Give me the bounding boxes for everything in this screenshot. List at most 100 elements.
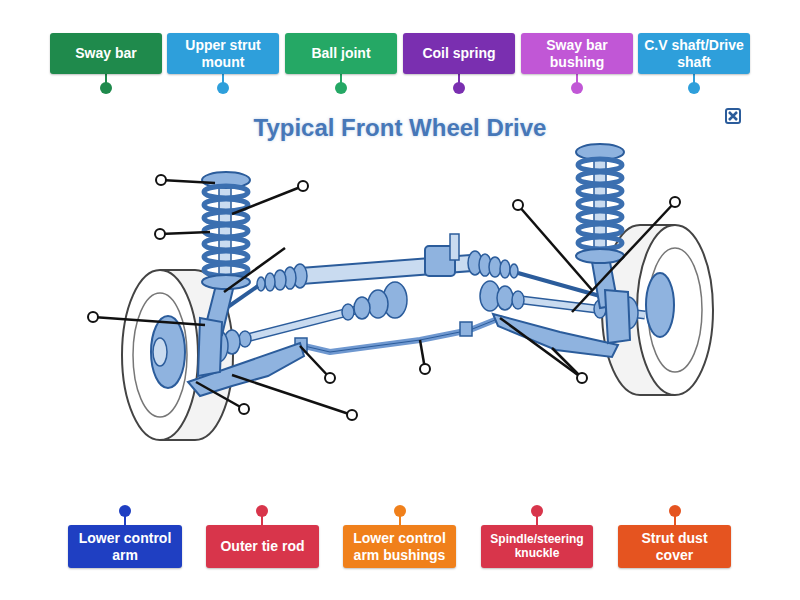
rack-boot bbox=[489, 257, 501, 277]
coil-spring bbox=[204, 186, 248, 276]
drop-target bbox=[155, 229, 165, 239]
drop-target bbox=[513, 200, 523, 210]
tile-dot bbox=[119, 505, 131, 517]
tire-face bbox=[122, 270, 198, 440]
tile-dot bbox=[688, 82, 700, 94]
leader-line bbox=[224, 248, 285, 292]
spring-seat bbox=[576, 249, 624, 263]
tile-label: Upper strut mount bbox=[172, 37, 274, 69]
leader-line bbox=[518, 205, 592, 290]
leader-lines bbox=[93, 180, 675, 415]
spring-coil bbox=[578, 211, 622, 223]
rack-boot bbox=[257, 277, 265, 291]
label-tile: Upper strut mount bbox=[167, 33, 279, 74]
tile-label: Strut dust cover bbox=[623, 530, 726, 562]
label-tile: Spindle/steering knuckle bbox=[481, 525, 593, 568]
leader-line bbox=[196, 382, 244, 409]
drop-target bbox=[670, 197, 680, 207]
close-icon bbox=[726, 109, 740, 123]
leader-line bbox=[160, 232, 210, 234]
label-tile: Ball joint bbox=[285, 33, 397, 74]
cv-boot bbox=[512, 291, 524, 309]
spring-coil bbox=[578, 185, 622, 197]
drop-target bbox=[420, 364, 430, 374]
tile-label: Sway bar bbox=[75, 45, 136, 61]
rack-boot bbox=[510, 264, 518, 278]
label-tile: C.V shaft/Drive shaft bbox=[638, 33, 750, 74]
spring-coil bbox=[204, 238, 248, 250]
tile-label: Coil spring bbox=[422, 45, 495, 61]
drop-target bbox=[156, 175, 166, 185]
drop-target bbox=[239, 404, 249, 414]
drop-target bbox=[347, 410, 357, 420]
leader-line bbox=[552, 348, 582, 378]
cv-boot bbox=[497, 286, 513, 310]
hub bbox=[646, 273, 674, 337]
label-tile: Coil spring bbox=[403, 33, 515, 74]
leader-line bbox=[300, 346, 330, 378]
spring-coil bbox=[204, 186, 248, 198]
drop-targets bbox=[88, 175, 680, 420]
tile-label: Lower control arm bushings bbox=[348, 530, 451, 562]
coil-spring bbox=[578, 159, 622, 249]
drop-target bbox=[325, 373, 335, 383]
spring-coil bbox=[204, 225, 248, 237]
rack-boots bbox=[257, 251, 518, 291]
tile-label: Spindle/steering knuckle bbox=[486, 533, 588, 561]
hub bbox=[151, 316, 185, 388]
rack-boot bbox=[265, 273, 275, 291]
tile-dot bbox=[669, 505, 681, 517]
right-wheel bbox=[602, 225, 713, 395]
tile-label: Lower control arm bbox=[73, 530, 177, 562]
left-strut bbox=[198, 172, 250, 376]
label-tile: Lower control arm bushings bbox=[343, 525, 456, 568]
steering-knuckle bbox=[605, 290, 630, 343]
drop-target bbox=[88, 312, 98, 322]
tile-dot bbox=[571, 82, 583, 94]
tile-dot bbox=[453, 82, 465, 94]
spring-coil bbox=[578, 159, 622, 171]
tile-dot bbox=[394, 505, 406, 517]
hub-cap bbox=[153, 338, 167, 366]
tile-dot bbox=[335, 82, 347, 94]
diagram-title: Typical Front Wheel Drive bbox=[200, 114, 600, 142]
cv-boot bbox=[342, 304, 354, 320]
tile-dot bbox=[217, 82, 229, 94]
tile-dot bbox=[531, 505, 543, 517]
left-wheel bbox=[122, 270, 233, 440]
rack-boot bbox=[274, 270, 286, 290]
spring-coil bbox=[204, 251, 248, 263]
spring-coil bbox=[578, 198, 622, 210]
tile-label: C.V shaft/Drive shaft bbox=[643, 37, 745, 69]
label-tile: Strut dust cover bbox=[618, 525, 731, 568]
leader-line bbox=[93, 317, 205, 325]
tire-face bbox=[637, 225, 713, 395]
cv-boot bbox=[368, 290, 388, 318]
rack-boot bbox=[500, 260, 510, 278]
steering-knuckle bbox=[198, 318, 222, 376]
tile-dots bbox=[100, 74, 700, 525]
tile-label: Sway bar bushing bbox=[526, 37, 628, 69]
cv-boots bbox=[208, 281, 638, 362]
drop-target bbox=[298, 181, 308, 191]
spring-coil bbox=[578, 172, 622, 184]
sway-bar-bushing bbox=[460, 322, 472, 336]
spring-coil bbox=[204, 212, 248, 224]
pinion-shaft bbox=[450, 234, 459, 260]
tile-dot bbox=[256, 505, 268, 517]
drop-target bbox=[577, 373, 587, 383]
label-tile: Lower control arm bbox=[68, 525, 182, 568]
tile-label: Outer tie rod bbox=[220, 538, 304, 554]
close-box bbox=[726, 109, 740, 123]
spring-coil bbox=[578, 237, 622, 249]
spring-coil bbox=[578, 224, 622, 236]
leader-line bbox=[161, 180, 215, 183]
label-tile: Sway bar bushing bbox=[521, 33, 633, 74]
tile-dot bbox=[100, 82, 112, 94]
leader-line bbox=[572, 202, 675, 312]
cv-boot bbox=[239, 331, 251, 347]
cv-boot bbox=[354, 297, 370, 319]
leader-line bbox=[500, 318, 582, 378]
